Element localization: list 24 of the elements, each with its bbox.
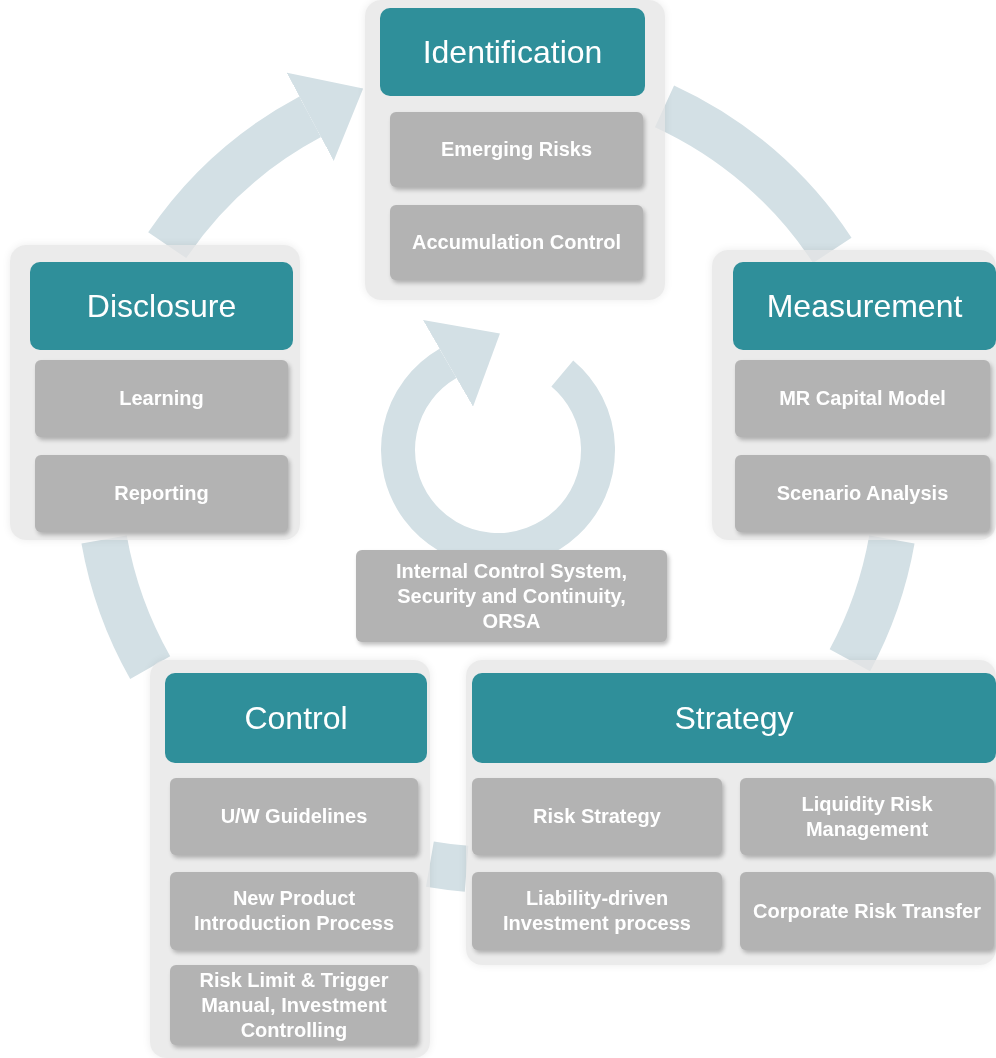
phase-panel [10, 245, 300, 540]
item-card: Corporate Risk Transfer [740, 872, 994, 950]
item-card: Liability-driven Investment process [472, 872, 722, 950]
phase-header: Identification [380, 8, 645, 96]
phase-header: Measurement [733, 262, 996, 350]
phase-header: Disclosure [30, 262, 293, 350]
phase-panel [466, 660, 996, 965]
phase-header: Control [165, 673, 427, 763]
item-card: Liquidity Risk Management [740, 778, 994, 855]
item-card: Risk Limit & Trigger Manual, Investment Controlling [170, 965, 418, 1045]
item-card: New Product Introduction Process [170, 872, 418, 950]
item-card: Accumulation Control [390, 205, 643, 280]
item-card: MR Capital Model [735, 360, 990, 437]
phase-panel [712, 250, 996, 540]
phase-panel [150, 660, 430, 1058]
item-card: Risk Strategy [472, 778, 722, 855]
center-card: Internal Control System, Security and Continuity, ORSA [356, 550, 667, 642]
item-card: Learning [35, 360, 288, 437]
item-card: Scenario Analysis [735, 455, 990, 532]
phase-header: Strategy [472, 673, 996, 763]
item-card: Emerging Risks [390, 112, 643, 187]
item-card: Reporting [35, 455, 288, 532]
item-card: U/W Guidelines [170, 778, 418, 855]
phase-panel [365, 0, 665, 300]
